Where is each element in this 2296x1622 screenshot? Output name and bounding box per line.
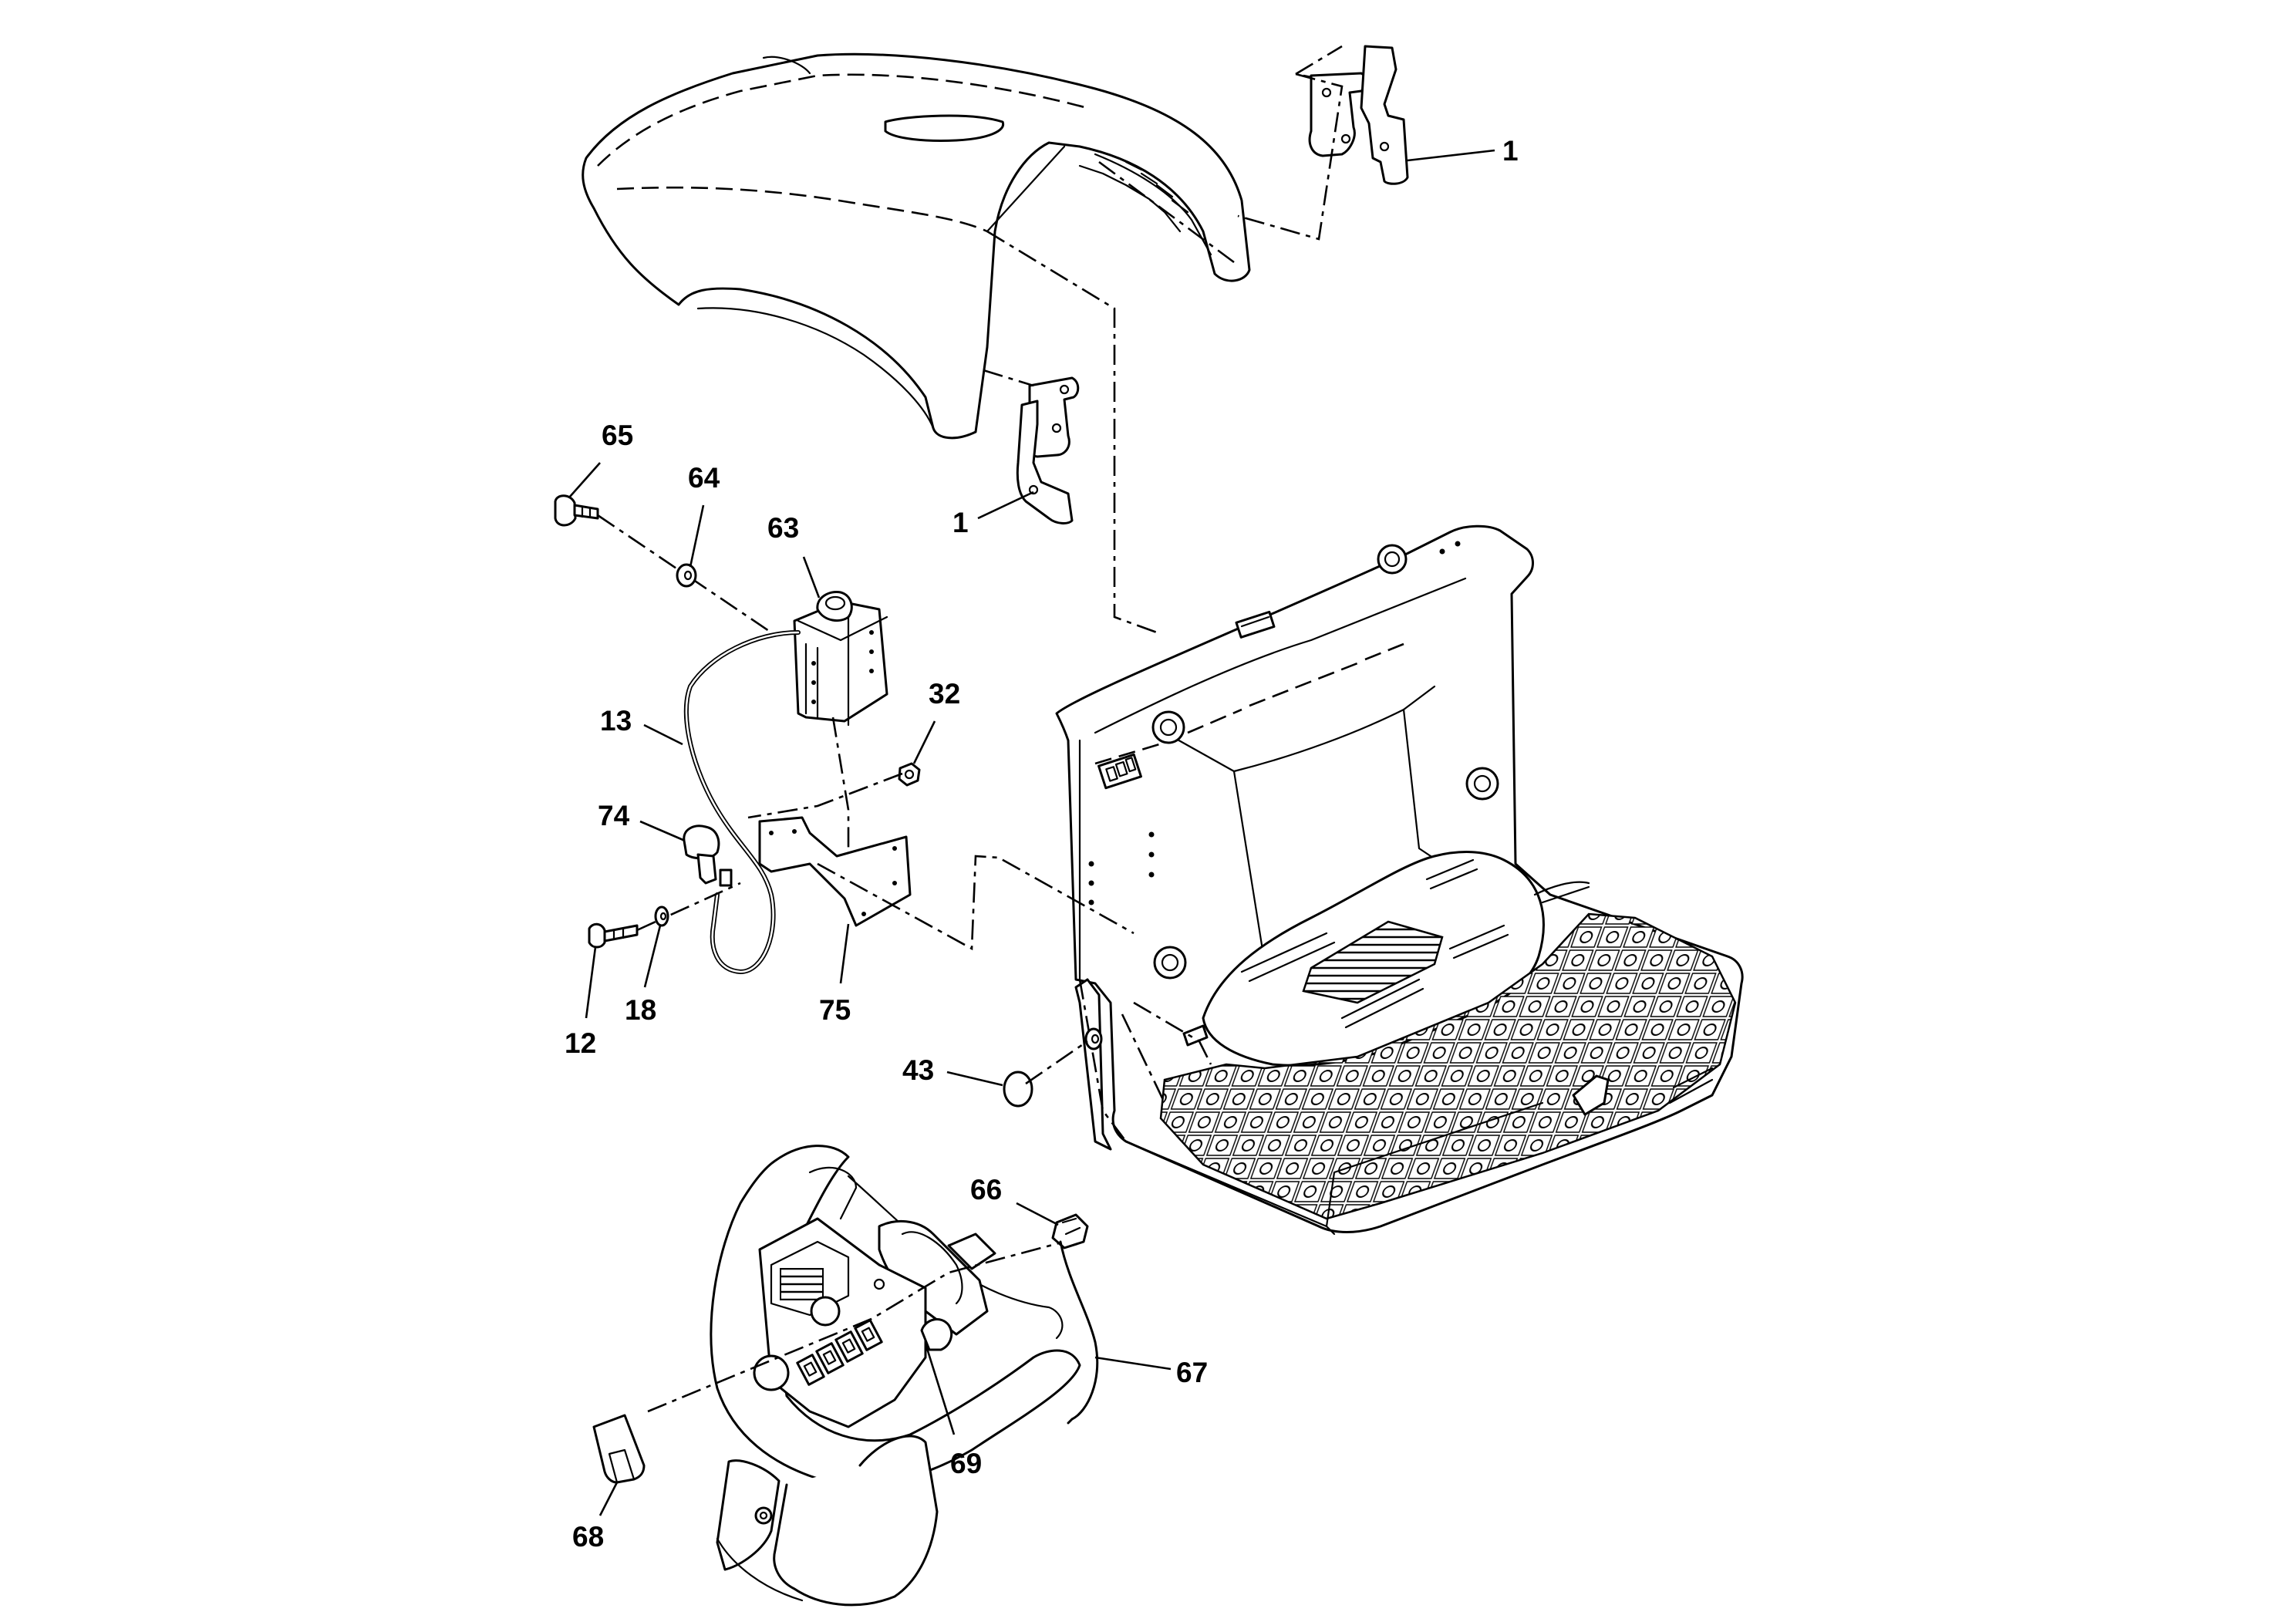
washer [676, 563, 697, 588]
switch-knob [683, 824, 733, 887]
bracket [758, 816, 912, 927]
connector [1051, 1213, 1089, 1249]
assembly-line [983, 369, 1034, 387]
hinge [1295, 45, 1409, 185]
assembly-line [1237, 73, 1344, 241]
assembly-line [817, 855, 1135, 951]
harness [1059, 1240, 1099, 1425]
callout-69: 69 [950, 1448, 982, 1479]
pad [592, 1414, 646, 1484]
callout-1b: 1 [952, 507, 969, 538]
knob [1151, 710, 1185, 744]
knob [1377, 544, 1408, 575]
reservoir [793, 590, 888, 727]
callout-32: 32 [929, 678, 960, 710]
callout-64: 64 [688, 462, 720, 494]
callout-leaders [568, 149, 1495, 1516]
assembly-line [1025, 1040, 1088, 1085]
steering-console [710, 1145, 1081, 1607]
nut [898, 762, 921, 787]
callout-labels: 1 1 65 64 63 13 32 74 12 18 75 43 66 67 … [565, 135, 1519, 1553]
switch-block [796, 1319, 883, 1386]
callout-68: 68 [572, 1521, 604, 1553]
switch-bank [1235, 610, 1276, 639]
knob [1465, 767, 1499, 801]
callout-66: 66 [970, 1174, 1002, 1206]
hinge [1016, 376, 1080, 524]
cable-inner [685, 631, 800, 973]
screw [588, 922, 639, 949]
callout-43: 43 [902, 1054, 934, 1086]
hood-cover [582, 52, 1251, 440]
knob [1153, 946, 1187, 980]
callout-18: 18 [625, 994, 656, 1026]
seat-console-frame [1055, 524, 1744, 1236]
bolt [554, 494, 599, 527]
switch-bank [1097, 753, 1142, 790]
callout-12: 12 [565, 1027, 596, 1059]
assembly-line [986, 230, 1158, 634]
callout-1a: 1 [1502, 135, 1519, 167]
callout-74: 74 [598, 800, 630, 831]
assembly-line [647, 1240, 1065, 1413]
assembly-line [747, 772, 903, 819]
callout-67: 67 [1176, 1357, 1208, 1388]
cable [683, 630, 801, 974]
callout-13: 13 [600, 705, 632, 737]
gauge-grid [780, 1268, 824, 1300]
assembly-line [636, 882, 741, 932]
rivets [1088, 541, 1461, 905]
callout-65: 65 [602, 420, 633, 451]
callout-75: 75 [819, 994, 851, 1026]
washer [654, 905, 669, 927]
plug [1003, 1027, 1103, 1108]
callout-63: 63 [767, 512, 799, 544]
